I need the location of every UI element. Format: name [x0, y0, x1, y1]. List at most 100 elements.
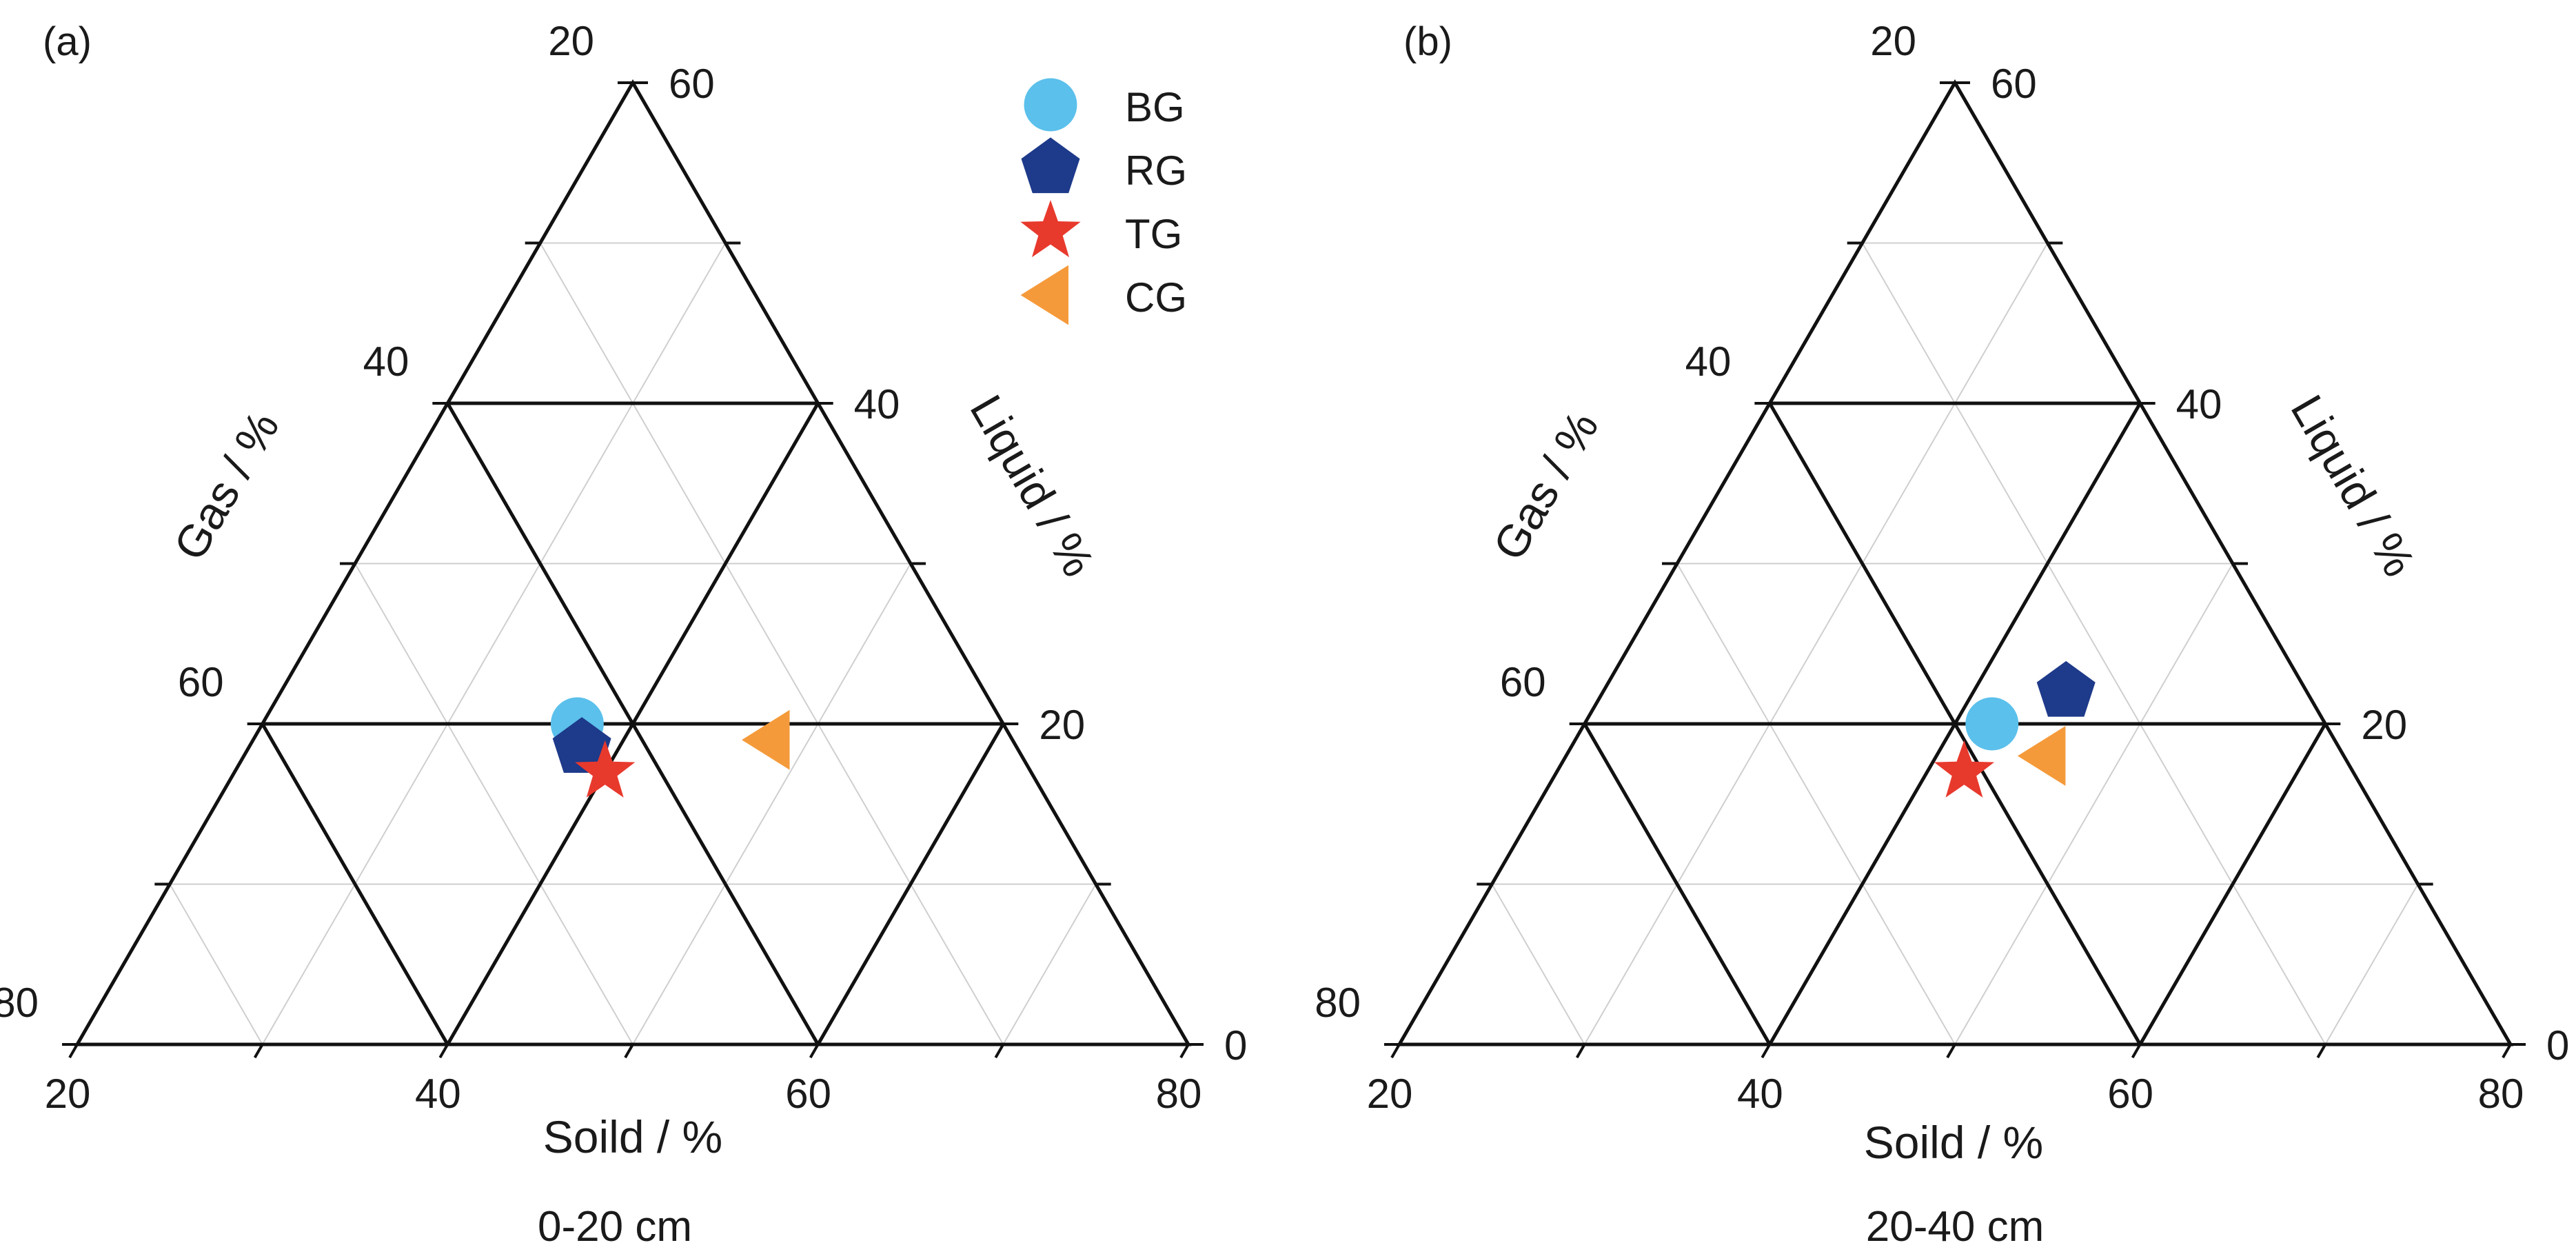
solid-tick-label-a-60: 60 [785, 1071, 831, 1117]
legend-symbol-cg [1020, 265, 1068, 325]
solid-tick-label-a-40: 40 [415, 1071, 461, 1117]
tick-bottom-a-4 [809, 1044, 820, 1059]
gas-tick-label-b-20: 20 [1870, 18, 1916, 64]
gas-axis-title-b: Gas / % [1483, 403, 1608, 568]
gas-tick-label-a-40: 40 [363, 338, 409, 385]
legend-label-bg: BG [1125, 84, 1185, 130]
data-points-b [1934, 660, 2096, 798]
liquid-tick-label-b-20: 20 [2361, 702, 2407, 748]
grid-line-r-a-3 [354, 563, 633, 1045]
data-point-rg-b [2036, 660, 2096, 717]
gas-tick-label-a-80: 80 [0, 980, 39, 1026]
legend-symbol-tg [1020, 200, 1081, 258]
grid-line-r-a-4 [261, 722, 449, 1046]
grid-line-r-a-1 [539, 242, 1004, 1045]
legend: BG RG TG CG [1020, 78, 1187, 325]
tick-bottom-a-5 [994, 1044, 1005, 1059]
liquid-axis-title-a: Liquid / % [960, 386, 1104, 585]
grid-line-l-a-4 [816, 722, 1005, 1046]
tick-bottom-a-2 [438, 1044, 449, 1059]
tick-bottom-a-6 [1179, 1044, 1190, 1059]
grid-line-l-a-3 [632, 563, 911, 1045]
ternary-panel-a: (a) 20 40 60 80 0 20 40 60 20 40 60 80 Soild / % Ga… [0, 18, 1247, 1251]
legend-marker-cg [1020, 265, 1068, 325]
panel-caption-b: 20-40 cm [1866, 1203, 2044, 1251]
legend-label-cg: CG [1125, 274, 1187, 321]
grid-line-r-b-1 [1861, 242, 2326, 1045]
liquid-tick-label-b-40: 40 [2176, 381, 2222, 427]
grid-line-l-a-5 [1002, 883, 1097, 1045]
legend-label-tg: TG [1125, 211, 1182, 257]
liquid-tick-label-a-0: 0 [1224, 1022, 1247, 1069]
data-point-bg-b [1965, 697, 2019, 751]
major-grid-a [261, 401, 1005, 1046]
liquid-tick-label-b-60: 60 [1991, 61, 2037, 107]
tick-bottom-b-4 [2131, 1044, 2142, 1059]
solid-tick-label-a-20: 20 [45, 1071, 91, 1117]
data-point-rg-a [552, 717, 611, 773]
legend-symbol-bg [1024, 78, 1077, 132]
gas-axis-title-a: Gas / % [163, 403, 288, 568]
data-points-a [550, 697, 790, 798]
legend-marker-bg [1024, 78, 1077, 132]
tick-bottom-b-1 [1575, 1044, 1586, 1059]
panel-caption-a: 0-20 cm [538, 1203, 692, 1251]
tick-bottom-a-1 [253, 1044, 264, 1059]
solid-tick-label-b-80: 80 [2478, 1071, 2524, 1117]
legend-label-rg: RG [1125, 148, 1187, 194]
grid-line-l-b-4 [2138, 722, 2327, 1046]
tick-bottom-a-0 [68, 1044, 79, 1059]
grid-line-l-a-1 [261, 242, 727, 1045]
liquid-tick-label-b-0: 0 [2546, 1022, 2569, 1069]
gas-tick-label-b-60: 60 [1500, 659, 1546, 705]
tick-labels-b: 20 40 60 80 0 20 40 60 20 40 60 80 [1315, 18, 2569, 1117]
legend-marker-rg [1021, 137, 1080, 194]
legend-marker-tg [1020, 200, 1081, 258]
tick-bottom-b-2 [1761, 1044, 1772, 1059]
data-point-tg-b [1934, 740, 1995, 798]
tick-bottom-b-3 [1946, 1044, 1956, 1059]
gas-tick-label-b-40: 40 [1685, 338, 1732, 385]
tick-bottom-b-5 [2316, 1044, 2327, 1059]
tick-marks-a [62, 81, 1204, 1059]
gas-tick-label-a-20: 20 [548, 18, 594, 64]
legend-symbol-rg [1021, 137, 1080, 194]
grid-line-r-a-2 [446, 402, 820, 1046]
solid-axis-title-b: Soild / % [1864, 1117, 2043, 1168]
gas-tick-label-a-60: 60 [178, 659, 224, 705]
liquid-tick-label-a-20: 20 [1039, 702, 1085, 748]
grid-line-r-b-5 [1491, 883, 1585, 1045]
liquid-tick-label-a-60: 60 [669, 61, 715, 107]
tick-bottom-a-3 [624, 1044, 634, 1059]
tick-labels-a: 20 40 60 80 0 20 40 60 20 40 60 80 [0, 18, 1247, 1117]
legend-item-bg: BG [1024, 78, 1185, 132]
major-grid-b [1583, 401, 2327, 1046]
solid-tick-label-b-60: 60 [2107, 1071, 2153, 1117]
data-point-cg-b [2017, 726, 2066, 786]
liquid-axis-title-b: Liquid / % [2281, 386, 2425, 585]
tick-marks-b [1384, 81, 2526, 1059]
solid-tick-label-b-20: 20 [1367, 1071, 1413, 1117]
liquid-tick-label-a-40: 40 [854, 381, 900, 427]
grid-line-r-b-2 [1768, 402, 2142, 1046]
grid-line-l-b-5 [2324, 883, 2419, 1045]
solid-axis-title-a: Soild / % [543, 1111, 722, 1162]
gas-tick-label-b-80: 80 [1315, 980, 1361, 1026]
tick-bottom-b-0 [1390, 1044, 1401, 1059]
tick-bottom-b-6 [2502, 1044, 2512, 1059]
data-point-cg-a [742, 709, 790, 770]
solid-tick-label-a-80: 80 [1156, 1071, 1202, 1117]
legend-item-tg: TG [1020, 200, 1182, 258]
panel-label-a: (a) [43, 19, 92, 64]
solid-tick-label-b-40: 40 [1737, 1071, 1783, 1117]
data-point-tg-a [575, 740, 636, 798]
grid-line-l-b-1 [1583, 242, 2049, 1045]
fine-grid-a [169, 242, 1097, 1045]
grid-line-l-b-3 [1954, 563, 2233, 1045]
grid-line-r-b-4 [1583, 722, 1772, 1046]
fine-grid-b [1491, 242, 2419, 1045]
legend-item-cg: CG [1020, 265, 1187, 325]
grid-line-r-a-5 [169, 883, 263, 1045]
